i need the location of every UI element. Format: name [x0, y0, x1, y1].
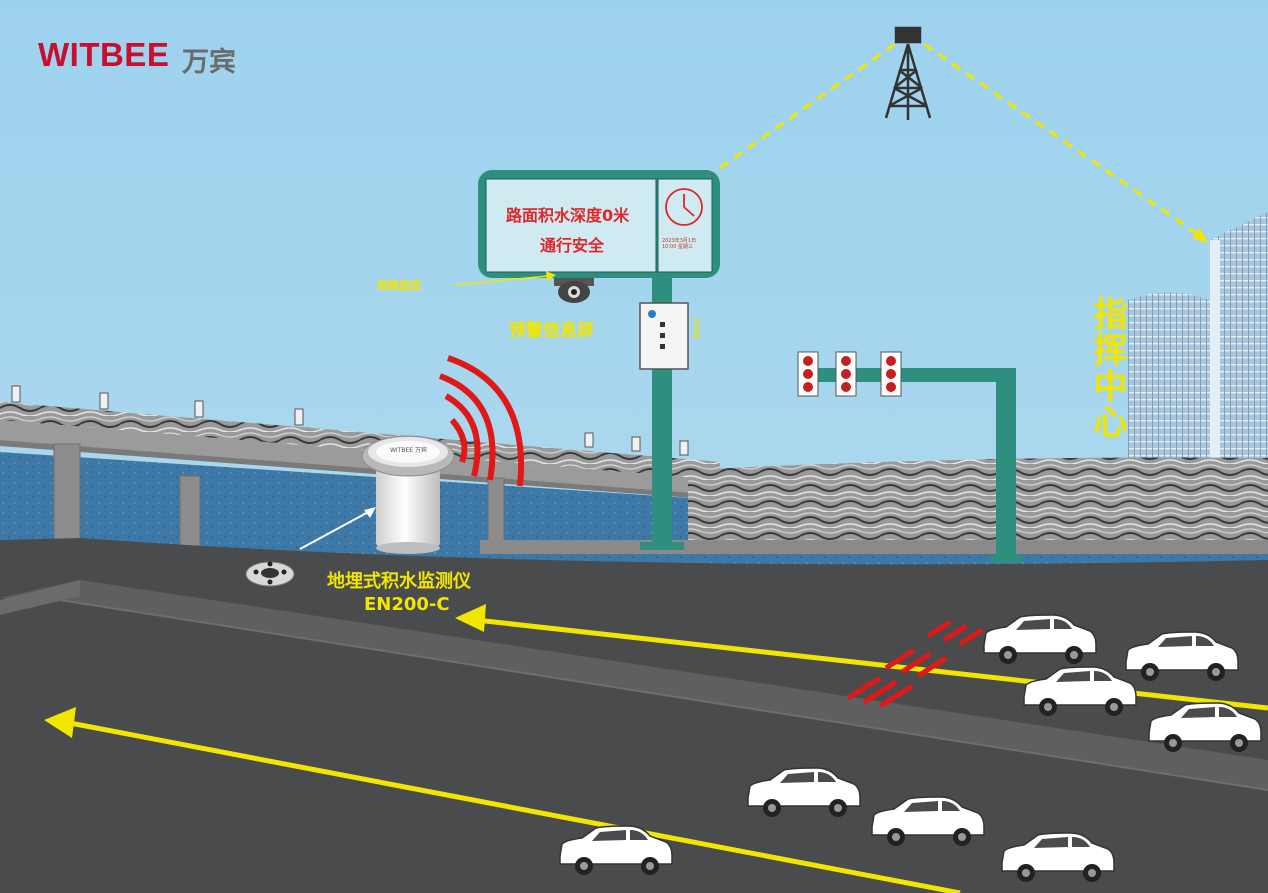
traffic-light-icon: [797, 351, 902, 397]
signal-tower-icon: [884, 26, 932, 120]
board-date-text: 2023年3月1日 10:00 星期三: [662, 238, 697, 250]
link-arrow-icon: [1192, 228, 1208, 243]
car-icon: [747, 767, 861, 817]
traffic-cars: [559, 614, 1262, 882]
clock-icon: [665, 188, 703, 226]
warning-screen-label: 预警信息屏: [509, 321, 594, 341]
signal-wave-icon: [438, 355, 524, 487]
camera-label: 视频监控: [377, 279, 421, 292]
car-icon: [1125, 631, 1239, 681]
lane-arrow-icon: [455, 604, 486, 632]
board-depth-text: 路面积水深度0米: [506, 206, 630, 225]
brand-logo-cn: 万宾: [182, 47, 236, 78]
road-median: [0, 580, 1268, 790]
traffic-light-gantry: [797, 351, 1022, 563]
water-monitor-device: [361, 435, 455, 554]
bridge: [0, 385, 720, 500]
embankment-base: [480, 540, 1268, 554]
device-pointer: [299, 509, 373, 550]
camera-icon: [554, 278, 594, 303]
command-center-label: 指挥中心: [1087, 296, 1127, 440]
command-center-building: [1128, 212, 1268, 460]
cabinet-label: 控制箱: [693, 318, 701, 339]
embedded-sensor-lid: [245, 561, 295, 587]
device-lid-logo: WITBEE 万宾: [390, 447, 427, 454]
rock-embankment: [688, 457, 1268, 552]
device-name: 地埋式积水监测仪: [327, 571, 471, 592]
car-icon: [1001, 832, 1115, 882]
warning-info-board: [478, 170, 720, 278]
camera-pointer: [454, 275, 549, 286]
car-icon: [871, 796, 985, 846]
wireless-links: [719, 42, 1207, 242]
car-icon: [1023, 666, 1137, 716]
car-icon: [983, 614, 1097, 664]
detection-strips: [846, 619, 984, 709]
control-cabinet: [639, 302, 689, 370]
brand-logo: WITBEE: [38, 36, 170, 73]
car-icon: [1148, 702, 1262, 752]
lane-arrow-icon: [44, 707, 76, 738]
device-model: EN200-C: [364, 594, 450, 615]
car-icon: [559, 825, 673, 875]
board-status-text: 通行安全: [540, 236, 605, 255]
